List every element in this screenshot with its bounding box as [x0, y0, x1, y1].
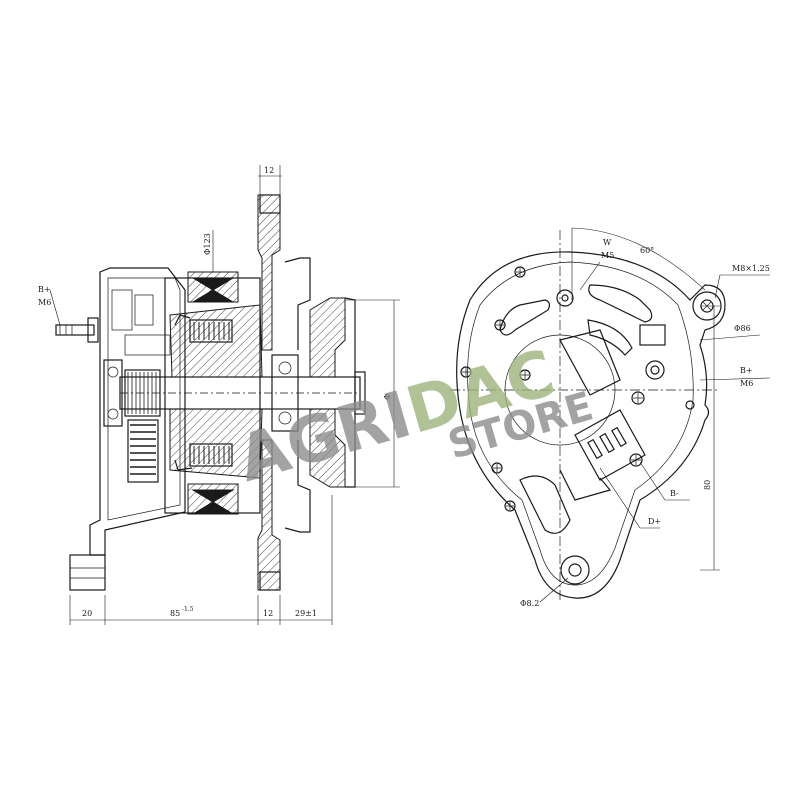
d-plus-label: D+: [648, 517, 661, 526]
mount-diameter-label: Φ86: [734, 324, 751, 333]
drive-pulley: [309, 297, 346, 378]
regulator-unit: [559, 409, 646, 501]
right-m6-label: M6: [740, 379, 753, 388]
cover-screws: [460, 266, 695, 512]
height-80-label: 80: [703, 480, 712, 490]
label-m5: M5: [601, 251, 614, 260]
dim-flange-diameter: Φ123: [203, 233, 212, 255]
dim-bottom-pulley: 29±1: [295, 609, 317, 618]
stator-core: [164, 271, 261, 515]
rotor-claw-upper: [169, 304, 263, 378]
dim-bottom-mid-tol: -1.5: [182, 606, 194, 613]
bottom-mount-hole: [560, 555, 590, 585]
mount-thread-label: M8×1.25: [732, 264, 770, 273]
dim-top-width: 12: [264, 166, 274, 175]
hole-diameter-label: Φ8.2: [520, 599, 539, 608]
right-bplus-label: B+: [740, 366, 753, 375]
store-watermark: AGRIDAC STORE: [230, 337, 598, 498]
b-minus-label: B-: [670, 489, 679, 498]
side-section-view: [49, 165, 400, 625]
rear-housing: [89, 267, 186, 556]
label-w: W: [603, 238, 612, 247]
terminal-stud: [55, 317, 99, 343]
dim-bottom-left: 20: [82, 609, 92, 618]
terminal-thread: M6: [38, 298, 51, 307]
cooling-fan: [284, 257, 311, 350]
dim-bottom-mid: 85: [170, 609, 180, 618]
front-flange: [257, 194, 281, 351]
dim-pulley-diameter: Φ: [383, 393, 392, 400]
dim-bottom-flange: 12: [263, 609, 273, 618]
end-housing-outline: [456, 251, 726, 599]
end-view: [450, 227, 771, 603]
terminal-label: B+: [38, 285, 51, 294]
side-dimensions: [49, 165, 400, 625]
angle-label: 60°: [640, 246, 654, 255]
end-dimensions: [539, 227, 771, 603]
